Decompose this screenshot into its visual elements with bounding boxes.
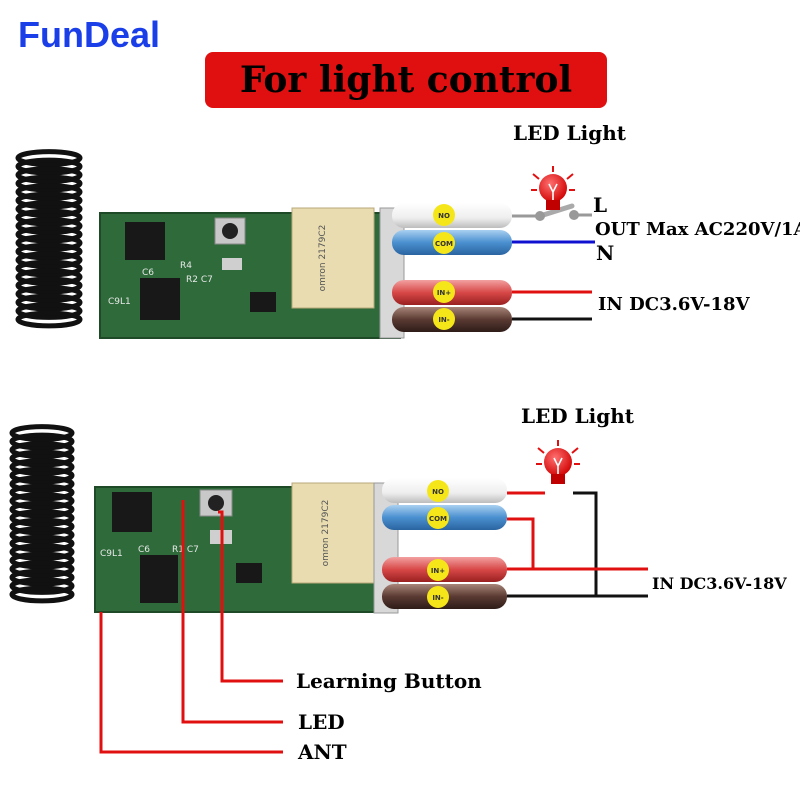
- relay: omron 2179C2: [291, 482, 375, 584]
- learning-button-leader: [218, 510, 283, 683]
- coil-turn: [15, 200, 83, 218]
- coil-turn: [9, 500, 75, 519]
- bottom-input-spec: IN DC3.6V-18V: [652, 574, 787, 593]
- coil-turn: [9, 543, 75, 561]
- pin-label: COM: [435, 240, 453, 248]
- coil-turn: [15, 285, 83, 303]
- pin-badge: [427, 586, 449, 608]
- ant-leader: [99, 612, 283, 754]
- coil-turn: [9, 534, 75, 553]
- coil-turn: [9, 551, 75, 570]
- coil-turn: [9, 560, 75, 578]
- coil-turn: [15, 157, 83, 176]
- top-neutral-label: N: [596, 241, 615, 265]
- ant-label: ANT: [298, 740, 347, 764]
- coil-turn: [9, 577, 75, 595]
- brand-logo: FunDeal: [18, 14, 161, 55]
- led-leader: [181, 500, 283, 724]
- svg-text:R2 C7: R2 C7: [186, 275, 213, 285]
- coil-turn: [9, 441, 75, 459]
- pin-label: NO: [438, 212, 450, 220]
- top-live-label: L: [593, 193, 608, 217]
- coil-turn: [9, 424, 75, 442]
- coil-turn: [15, 225, 83, 244]
- coil-turn: [15, 268, 83, 286]
- bottom-module: C6 R1 C7 C9L1 omron 2179C2 NO COM IN+ IN-: [9, 424, 648, 754]
- coil-turn: [15, 276, 83, 295]
- top-led-light-label: LED Light: [513, 121, 627, 145]
- pin-badge: [433, 281, 455, 303]
- svg-text:C9L1: C9L1: [100, 549, 123, 559]
- svg-text:R4: R4: [180, 261, 192, 271]
- coil-turn: [9, 568, 75, 587]
- coil-turn: [15, 293, 83, 312]
- coil-turn: [15, 302, 83, 320]
- coil-turn: [15, 217, 83, 235]
- svg-text:omron 2179C2: omron 2179C2: [321, 500, 331, 567]
- coil-turn: [15, 166, 83, 184]
- coil-turn: [9, 492, 75, 510]
- pin-badge: [427, 507, 449, 529]
- coil-turn: [15, 242, 83, 261]
- bulb-icon: [536, 440, 580, 484]
- pin-badge: [433, 232, 455, 254]
- coil-turn: [15, 259, 83, 278]
- coil-turn: [9, 458, 75, 476]
- top-output-spec: OUT Max AC220V/1A: [595, 219, 800, 240]
- pin-label: COM: [429, 515, 447, 523]
- svg-text:R1 C7: R1 C7: [172, 545, 199, 555]
- top-input-spec: IN DC3.6V-18V: [598, 294, 750, 315]
- coil-turn: [9, 517, 75, 536]
- coil-turn: [15, 310, 83, 329]
- coil-turn: [15, 191, 83, 210]
- coil-turn: [9, 466, 75, 485]
- pin-label: IN+: [431, 567, 445, 575]
- coil-turn: [9, 449, 75, 468]
- coil-turn: [15, 149, 83, 167]
- coil-turn: [9, 483, 75, 502]
- pin-badge: [433, 308, 455, 330]
- relay: omron 2179C2: [291, 207, 375, 309]
- svg-text:C6: C6: [142, 268, 154, 278]
- coil-turn: [15, 208, 83, 227]
- antenna-coil-icon: [15, 149, 83, 329]
- top-module: C6 R4 R2 C7 C9L1 omron 2179C2 NO COM IN+ IN…: [15, 149, 595, 339]
- pin-label: NO: [432, 488, 444, 496]
- pin-label: IN-: [432, 594, 443, 602]
- coil-turn: [15, 174, 83, 193]
- coil-turn: [9, 526, 75, 544]
- pin-label: IN+: [437, 289, 451, 297]
- pin-badge: [433, 204, 455, 226]
- coil-turn: [9, 509, 75, 527]
- coil-turn: [9, 432, 75, 451]
- svg-text:C9L1: C9L1: [108, 297, 131, 307]
- bottom-led-light-label: LED Light: [521, 404, 635, 428]
- learning-button-label: Learning Button: [296, 669, 482, 693]
- pin-badge: [427, 480, 449, 502]
- coil-turn: [15, 183, 83, 201]
- svg-text:omron 2179C2: omron 2179C2: [318, 225, 328, 292]
- pin-label: IN-: [438, 316, 449, 324]
- led-label: LED: [298, 710, 345, 734]
- coil-turn: [9, 585, 75, 604]
- coil-turn: [15, 234, 83, 252]
- coil-turn: [15, 251, 83, 269]
- coil-turn: [9, 475, 75, 493]
- pin-badge: [427, 559, 449, 581]
- bulb-icon: [531, 166, 575, 210]
- antenna-coil-icon: [9, 424, 75, 604]
- svg-text:C6: C6: [138, 545, 150, 555]
- title-banner: For light control: [205, 52, 607, 108]
